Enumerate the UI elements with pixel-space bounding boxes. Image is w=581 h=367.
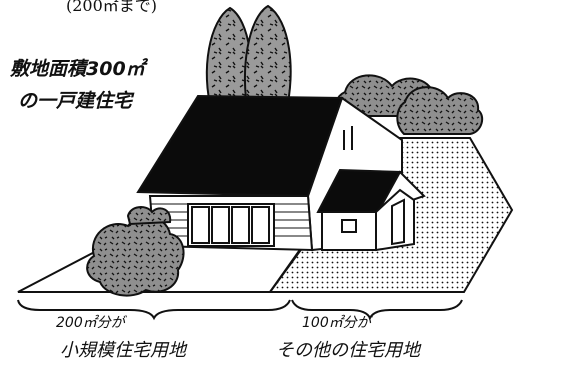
front-bushes — [86, 206, 185, 297]
house-type-label: の一戸建住宅 — [18, 90, 133, 112]
annex-door — [391, 198, 405, 246]
left-portion-area: 200㎡分が — [56, 315, 125, 331]
portion-brackets — [17, 299, 463, 321]
gable-vents — [343, 126, 353, 150]
back-bushes — [334, 74, 484, 135]
lot-area-label: 敷地面積300㎡ — [10, 58, 145, 80]
front-window — [187, 203, 275, 247]
right-portion-category: その他の住宅用地 — [276, 340, 420, 361]
top-note: (200㎡まで) — [66, 0, 158, 15]
right-portion-area: 100㎡分が — [302, 315, 371, 331]
left-portion-category: 小規模住宅用地 — [60, 340, 186, 361]
annex-window — [341, 219, 357, 233]
main-roof — [136, 94, 344, 198]
tall-trees — [205, 4, 292, 113]
